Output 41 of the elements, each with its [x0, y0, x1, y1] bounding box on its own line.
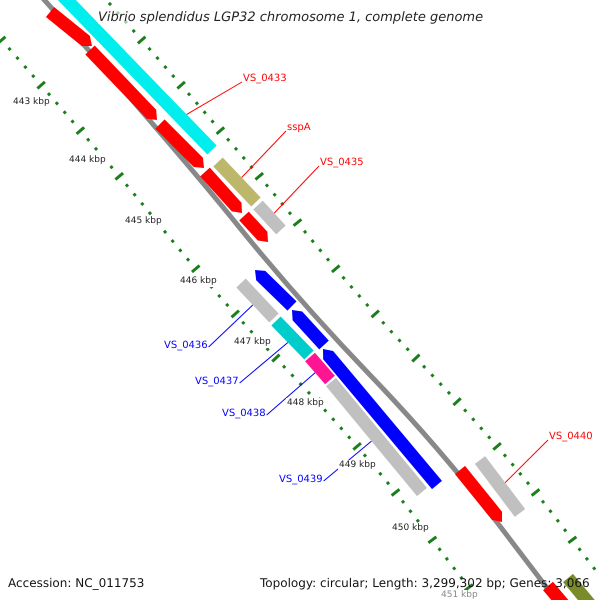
leader-line — [239, 342, 288, 384]
gene-label: VS_0436 — [164, 341, 208, 351]
gene-bar — [239, 212, 268, 242]
gene-bar — [155, 119, 204, 168]
scale-label: 450 kbp — [391, 523, 430, 534]
gene-bar — [292, 310, 329, 350]
scale-label: 449 kbp — [338, 460, 377, 471]
gene-bar — [85, 46, 157, 120]
gene-label: VS_0439 — [279, 475, 323, 485]
gene-label: VS_0440 — [549, 432, 593, 442]
scale-label: 444 kbp — [68, 155, 107, 166]
accession-text: Accession: NC_011753 — [8, 577, 144, 589]
gene-bar — [46, 6, 92, 46]
gene-bar — [454, 466, 502, 522]
gene-bar — [200, 168, 242, 213]
scale-label: 443 kbp — [12, 97, 51, 108]
gene-bar — [253, 200, 286, 234]
gene-label: VS_0433 — [243, 74, 287, 84]
scale-label: 446 kbp — [179, 276, 218, 287]
gene-bar — [305, 352, 335, 384]
scale-label: 445 kbp — [124, 216, 163, 227]
gene-bar — [326, 378, 427, 496]
title: Vibrio splendidus LGP32 chromosome 1, complete genome — [98, 11, 484, 24]
gene-bar — [323, 349, 442, 490]
gene-bar — [271, 316, 314, 360]
leader-line — [266, 372, 316, 416]
gene-bar — [236, 278, 279, 322]
gene-bar — [474, 456, 526, 517]
scale-label: 447 kbp — [233, 337, 272, 348]
gene-bar — [255, 270, 297, 311]
gene-label: VS_0437 — [195, 377, 239, 387]
scale-label: 451 kbp — [440, 590, 479, 600]
leader-line — [241, 130, 286, 178]
gene-bar — [213, 158, 261, 206]
gene-label: sspA — [287, 123, 311, 133]
leader-line — [504, 440, 548, 484]
leader-line — [208, 304, 254, 348]
gene-label: VS_0438 — [222, 409, 266, 419]
leader-line — [186, 82, 242, 115]
scale-label: 448 kbp — [286, 398, 325, 409]
gene-label: VS_0435 — [320, 158, 364, 168]
